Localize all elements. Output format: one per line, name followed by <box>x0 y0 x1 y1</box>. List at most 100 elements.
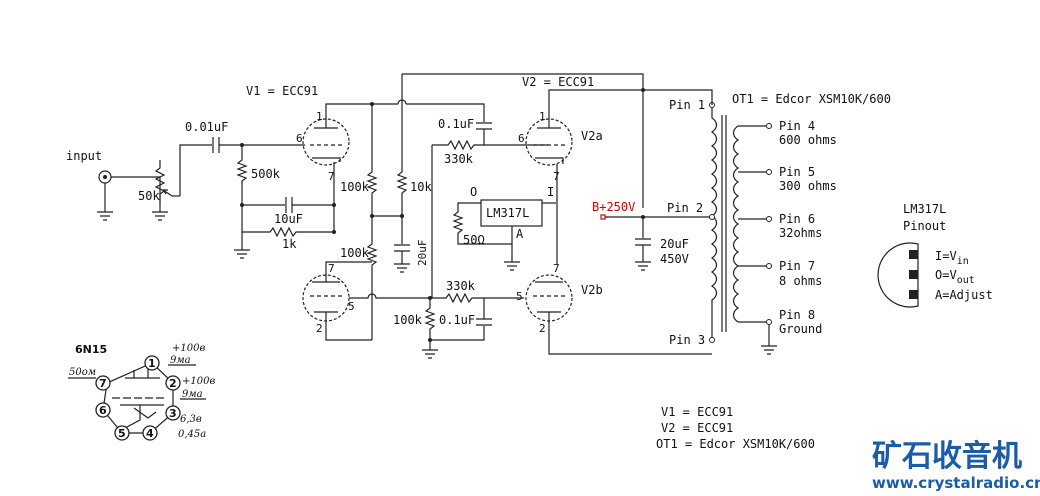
v1-label: V1 = ECC91 <box>246 84 318 98</box>
ground-icon <box>152 211 168 221</box>
v2b-tube <box>525 274 712 355</box>
ground-icon <box>97 211 113 221</box>
v2b-pin-5: 5 <box>516 290 523 303</box>
cathode-cap-label: 10uF <box>274 212 303 226</box>
ot-pin-2: Pin 2 <box>667 201 703 215</box>
v2a-pin-1: 1 <box>539 110 546 123</box>
base-note-3b: 0,45а <box>178 429 206 440</box>
base-pin-6: 6 <box>99 404 107 417</box>
plate-resistor-b-label: 100k <box>340 246 370 260</box>
ot-sec-pin-5: Pin 5 <box>779 165 815 179</box>
ground-icon <box>761 345 777 355</box>
r100k-bottom-label: 100k <box>393 313 423 327</box>
decoupling-capacitor <box>394 244 410 252</box>
r330k-top-label: 330k <box>444 152 474 166</box>
ot-pin-1: Pin 1 <box>669 98 705 112</box>
grid-resistor <box>236 145 248 205</box>
cathode-capacitor <box>285 197 293 213</box>
brand-url: www.crystalradio.cn <box>872 474 1040 492</box>
r330k-bottom-label: 330k <box>446 279 476 293</box>
pinout-title: LM317L <box>903 202 946 216</box>
lm317l-chip-label: LM317L <box>486 206 529 220</box>
v1-upper-tube <box>302 108 350 180</box>
v1-pin-6: 6 <box>296 132 303 145</box>
v2a-tube <box>525 89 643 264</box>
cathode-resistor-label: 1k <box>282 237 297 251</box>
base-pin-4: 4 <box>146 427 154 440</box>
base-note-1b: 9ма <box>170 355 191 366</box>
filter-cap-label-a: 20uF <box>660 237 689 251</box>
ot-sec-desc-4: 600 ohms <box>779 133 837 147</box>
base-pin-3: 3 <box>169 407 177 420</box>
ground-icon <box>394 263 410 273</box>
v1b-pin-7: 7 <box>328 262 335 275</box>
top-cap-label: 0.1uF <box>438 117 474 131</box>
ot-sec-desc-5: 300 ohms <box>779 179 837 193</box>
v2b-label: V2b <box>581 283 603 297</box>
bplus-terminal <box>600 214 606 220</box>
base-pin-7: 7 <box>99 377 107 390</box>
v2b-pin-7: 7 <box>553 262 560 275</box>
base-pin-5: 5 <box>118 427 126 440</box>
ground-icon <box>422 349 438 359</box>
legend-line-2: V2 = ECC91 <box>661 421 733 435</box>
bottom-capacitor <box>476 318 492 326</box>
ground-icon <box>635 261 651 271</box>
ot-sec-pin-4: Pin 4 <box>779 119 815 133</box>
pinout-o: O=Vout <box>935 268 975 286</box>
plate-resistor-a-label: 100k <box>340 180 370 194</box>
v1b-pin-2: 2 <box>316 322 323 335</box>
v1b-pin-5: 5 <box>348 300 355 313</box>
ot-sec-pin-7: Pin 7 <box>779 259 815 273</box>
v2a-pin-7: 7 <box>553 170 560 183</box>
reg-a-label: A <box>516 227 524 241</box>
ot-sec-desc-6: 32ohms <box>779 226 822 240</box>
ot-sec-desc-8: Ground <box>779 322 822 336</box>
base-pin-1: 1 <box>148 357 156 370</box>
bottom-cap-label: 0.1uF <box>439 313 475 327</box>
pot-label: 50k <box>138 189 160 203</box>
output-transformer <box>710 105 740 340</box>
r10k-label: 10k <box>410 180 432 194</box>
v2-label: V2 = ECC91 <box>522 75 594 89</box>
v1-lower-tube <box>302 261 372 341</box>
filter-cap-label-b: 450V <box>660 252 689 266</box>
input-jack-icon <box>98 170 112 184</box>
brand-logo: 矿石收音机 <box>872 439 1022 474</box>
ot-title: OT1 = Edcor XSM10K/600 <box>732 92 891 106</box>
base-note-2a: +100в <box>182 376 215 387</box>
pinout-i: I=Vin <box>935 249 969 267</box>
ot-sec-pin-8: Pin 8 <box>779 308 815 322</box>
pinout-a: A=Adjust <box>935 288 993 302</box>
v2b-pin-2: 2 <box>539 322 546 335</box>
legend-line-1: V1 = ECC91 <box>661 405 733 419</box>
reg-i-label: I <box>547 185 554 199</box>
base-note-3a: 6,3в <box>180 414 202 425</box>
coupling-capacitor <box>212 137 220 153</box>
base-note-7: 50ом <box>69 367 96 378</box>
coupling-cap-label: 0.01uF <box>185 120 228 134</box>
bplus-label: B+250V <box>592 200 635 214</box>
decoupling-cap-label: 20uF <box>416 240 429 267</box>
base-note-2b: 9ма <box>182 389 203 400</box>
filter-capacitor <box>635 238 651 246</box>
v1-pin-1: 1 <box>316 110 323 123</box>
grid-resistor-label: 500k <box>251 167 281 181</box>
ot-sec-pin-6: Pin 6 <box>779 212 815 226</box>
top-coupling-capacitor <box>476 122 492 130</box>
v2a-pin-6: 6 <box>518 132 525 145</box>
reg-o-label: O <box>470 185 477 199</box>
base-note-1a: +100в <box>172 343 205 354</box>
legend-line-3: OT1 = Edcor XSM10K/600 <box>656 437 815 451</box>
v1-pin-7: 7 <box>328 170 335 183</box>
base-pin-circles <box>95 355 181 441</box>
ground-icon <box>504 261 520 271</box>
v2a-label: V2a <box>581 129 603 143</box>
input-label: input <box>66 149 102 163</box>
tube-base-diagram <box>102 362 174 434</box>
base-title: 6N15 <box>75 343 107 356</box>
pot-50k <box>154 160 180 212</box>
ground-icon <box>234 249 250 259</box>
pinout-subtitle: Pinout <box>903 219 946 233</box>
